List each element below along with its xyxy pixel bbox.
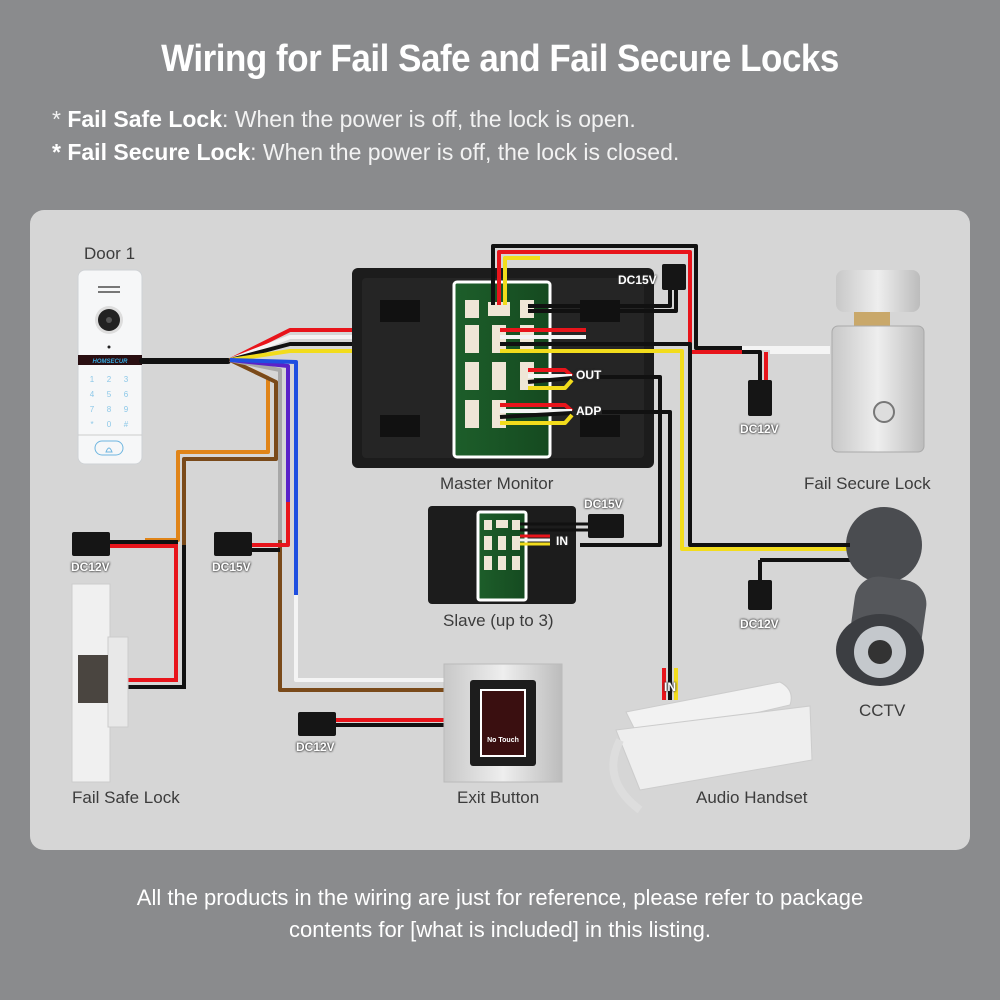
audio-handset-device [609,681,813,814]
keypad-key: 6 [124,390,129,399]
keypad-key: 5 [107,390,112,399]
keypad: 1 2 3 4 5 6 7 8 9 * 0 # [90,375,129,429]
out-port-label: OUT [576,368,602,382]
footer-line-1: All the products in the wiring are just … [136,885,864,910]
keypad-key: * [90,420,93,429]
handset-in-label: IN [664,680,676,694]
slave-power-label: DC15V [584,497,623,511]
footer-line-2: contents for [what is included] in this … [289,917,711,942]
keypad-key: 9 [124,405,129,414]
keypad-key: 1 [90,375,95,384]
door-label: Door 1 [84,244,136,263]
keypad-key: # [124,420,129,429]
page-title: Wiring for Fail Safe and Fail Secure Loc… [161,38,839,80]
fail-safe-power-label: DC12V [71,560,110,574]
door-brand: HOMSECUR [92,359,128,365]
cctv-camera [836,507,927,686]
keypad-key: 2 [107,375,112,384]
door-branch-power-label: DC15V [212,560,251,574]
slave-monitor-label: Slave (up to 3) [443,611,554,630]
footer-disclaimer: All the products in the wiring are just … [0,882,1000,946]
fail-secure-lock [831,270,925,453]
fail-safe-note: * Fail Safe Lock: When the power is off,… [52,106,636,132]
power-adapters [72,264,772,736]
keypad-key: 3 [124,375,129,384]
cctv-label: CCTV [859,701,906,720]
adp-port-label: ADP [576,404,602,418]
exit-button-device: No Touch [443,663,563,783]
master-power-label: DC15V [618,273,657,287]
fail-secure-lock-label: Fail Secure Lock [804,474,931,493]
fail-secure-power-label: DC12V [740,422,779,436]
slave-monitor [428,506,576,604]
exit-button-power-label: DC12V [296,740,335,754]
master-monitor [352,268,654,468]
exit-button-label: Exit Button [457,788,540,807]
keypad-key: 7 [90,405,95,414]
fail-secure-note: * Fail Secure Lock: When the power is of… [52,139,680,165]
fail-safe-lock [71,583,129,783]
no-touch-text: No Touch [487,737,519,744]
keypad-key: 0 [107,420,112,429]
fail-safe-lock-label: Fail Safe Lock [72,788,180,807]
slave-in-label: IN [556,534,568,548]
keypad-key: 4 [90,390,95,399]
cctv-power-label: DC12V [740,617,779,631]
door-station: HOMSECUR 1 2 3 4 5 6 7 8 9 * 0 # [77,269,143,465]
master-monitor-label: Master Monitor [440,474,554,493]
audio-handset-label: Audio Handset [696,788,808,807]
keypad-key: 8 [107,405,112,414]
